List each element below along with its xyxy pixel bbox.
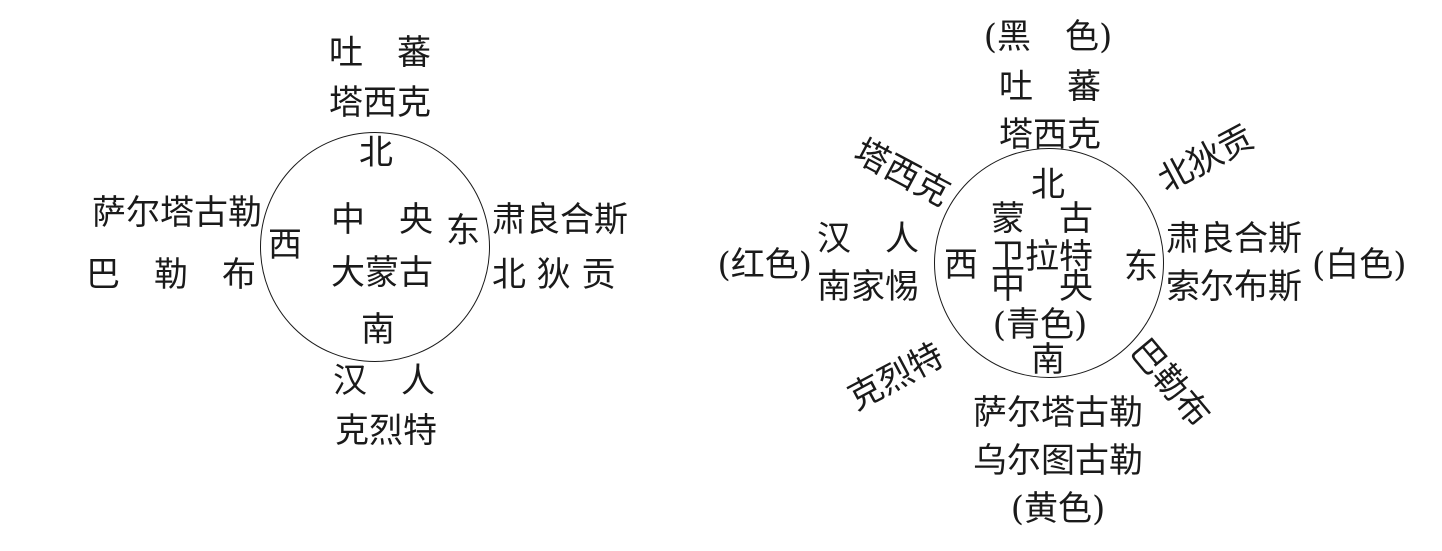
left-north-label: 北 <box>359 133 393 173</box>
right-center-color: (青色) <box>992 305 1088 345</box>
right-south-label: 南 <box>1031 340 1065 380</box>
right-south-color: (黄色) <box>1010 489 1106 529</box>
right-north-label: 北 <box>1031 165 1065 205</box>
left-west-outer-2: 巴 勒 布 <box>86 255 256 295</box>
right-east-outer-2: 索尔布斯 <box>1166 267 1302 307</box>
left-east-outer-1: 肃良合斯 <box>492 200 628 240</box>
right-east-outer-1: 肃良合斯 <box>1166 219 1302 259</box>
right-west-color: (红色) <box>717 245 812 285</box>
left-compass-circle <box>260 132 490 362</box>
right-west-outer-1: 汉 人 <box>817 219 919 259</box>
right-center-line-2: 卫拉特 <box>991 237 1093 277</box>
left-west-outer-1: 萨尔塔古勒 <box>92 193 262 233</box>
right-west-outer-2: 南家惕 <box>817 267 919 307</box>
right-north-outer-taxike: 塔西克 <box>999 115 1101 155</box>
right-compass-circle <box>934 148 1164 378</box>
right-north-color: (黑 色) <box>983 17 1113 57</box>
left-east-label: 东 <box>446 211 480 251</box>
left-west-label: 西 <box>268 225 302 265</box>
right-southwest-label: 克烈特 <box>841 335 951 419</box>
left-south-label: 南 <box>361 310 395 350</box>
left-north-outer-tubo: 吐 蕃 <box>329 33 431 73</box>
right-west-label: 西 <box>944 245 978 285</box>
left-center-line-2: 大蒙古 <box>331 253 433 293</box>
right-northeast-label: 北狄贡 <box>1151 117 1261 201</box>
right-south-outer-2: 乌尔图古勒 <box>973 441 1143 481</box>
left-east-outer-2: 北 狄 贡 <box>492 255 616 295</box>
left-south-outer-1: 汉 人 <box>333 361 435 401</box>
right-center-line-1: 蒙 古 <box>991 199 1093 239</box>
left-south-outer-2: 克烈特 <box>335 411 437 451</box>
right-south-outer-1: 萨尔塔古勒 <box>973 393 1143 433</box>
right-northwest-label: 塔西克 <box>847 131 957 215</box>
left-center-line-1: 中 央 <box>331 200 433 240</box>
right-north-outer-tubo: 吐 蕃 <box>999 67 1101 107</box>
right-east-label: 东 <box>1124 247 1158 287</box>
left-north-outer-taxike: 塔西克 <box>329 83 431 123</box>
right-east-color: (白色) <box>1312 245 1407 285</box>
right-center-line-3: 中 央 <box>991 267 1093 307</box>
